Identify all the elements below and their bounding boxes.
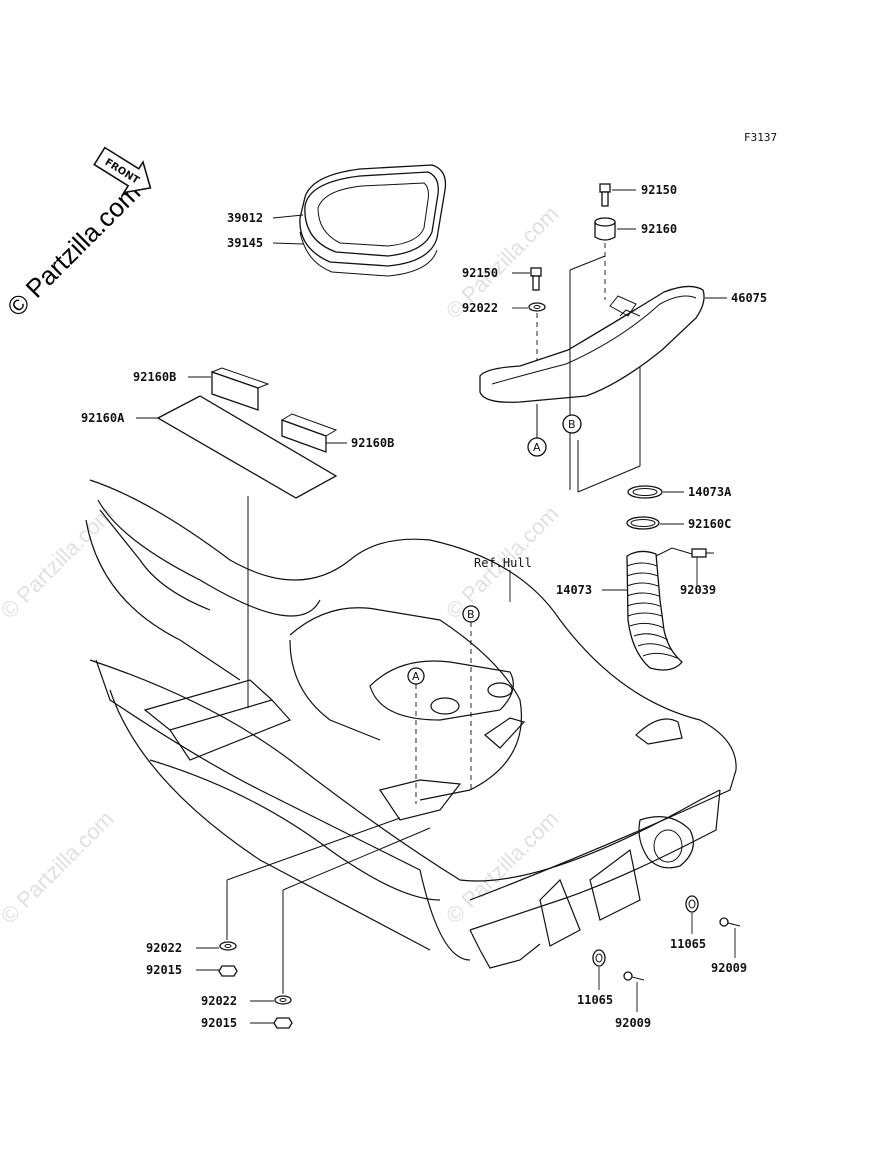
bellows-duct bbox=[626, 550, 683, 671]
part-label[interactable]: 92022 bbox=[462, 301, 498, 315]
part-label[interactable]: 92160B bbox=[133, 370, 176, 384]
mat-assembly bbox=[299, 164, 447, 277]
part-label[interactable]: 92009 bbox=[615, 1016, 651, 1030]
faint-watermark: © Partzilla.com bbox=[0, 501, 118, 624]
callout-b-label: B bbox=[568, 418, 576, 431]
part-label[interactable]: 92022 bbox=[146, 941, 182, 955]
figure-id: F3137 bbox=[744, 131, 777, 144]
grommet-icon bbox=[685, 895, 699, 913]
clamp-ring-icon bbox=[627, 485, 663, 499]
hull bbox=[85, 479, 737, 969]
nut-icon bbox=[218, 965, 238, 977]
grommet-icon bbox=[592, 949, 606, 967]
front-arrow-icon: FRONT bbox=[93, 146, 152, 194]
part-label[interactable]: 14073 bbox=[556, 583, 592, 597]
part-label[interactable]: 39145 bbox=[227, 236, 263, 250]
faint-watermark: © Partzilla.com bbox=[441, 806, 564, 929]
part-label[interactable]: 92022 bbox=[201, 994, 237, 1008]
part-label[interactable]: 92160B bbox=[351, 436, 394, 450]
callout-a-label: A bbox=[412, 670, 420, 683]
washer-icon bbox=[219, 941, 237, 951]
part-label[interactable]: 92015 bbox=[201, 1016, 237, 1030]
nut-icon bbox=[273, 1017, 293, 1029]
part-label[interactable]: 92150 bbox=[641, 183, 677, 197]
vent-fitting-icon bbox=[655, 547, 714, 558]
watermark: © Partzilla.com bbox=[1, 177, 146, 322]
part-label[interactable]: 92160A bbox=[81, 411, 125, 425]
washer-icon bbox=[274, 995, 292, 1005]
bolt-icon bbox=[530, 267, 542, 291]
part-label[interactable]: 11065 bbox=[670, 937, 706, 951]
part-label[interactable]: 92150 bbox=[462, 266, 498, 280]
part-label[interactable]: 46075 bbox=[731, 291, 767, 305]
callout-b-circle bbox=[562, 414, 582, 434]
pad-92160a bbox=[156, 395, 338, 499]
callout-b-label: B bbox=[467, 608, 475, 621]
pad-92160b-right bbox=[280, 413, 338, 453]
spacer-collar-icon bbox=[594, 217, 616, 241]
washer-icon bbox=[528, 302, 546, 312]
callout-a-circle bbox=[527, 437, 547, 457]
part-label[interactable]: 92015 bbox=[146, 963, 182, 977]
bolt-icon bbox=[599, 183, 611, 207]
part-label[interactable]: 92039 bbox=[680, 583, 716, 597]
faint-watermark: © Partzilla.com bbox=[0, 806, 118, 929]
part-label[interactable]: 39012 bbox=[227, 211, 263, 225]
ref-hull-label: Ref.Hull bbox=[474, 556, 532, 570]
seal-ring-icon bbox=[626, 516, 660, 530]
screw-icon bbox=[623, 971, 645, 981]
callout-a-label: A bbox=[533, 441, 541, 454]
part-label[interactable]: 92160 bbox=[641, 222, 677, 236]
part-label[interactable]: 11065 bbox=[577, 993, 613, 1007]
pad-92160b-left bbox=[210, 367, 270, 411]
screw-icon bbox=[719, 917, 741, 927]
part-label[interactable]: 14073A bbox=[688, 485, 732, 499]
part-label[interactable]: 92009 bbox=[711, 961, 747, 975]
handle-bar bbox=[479, 285, 705, 403]
part-label[interactable]: 92160C bbox=[688, 517, 731, 531]
